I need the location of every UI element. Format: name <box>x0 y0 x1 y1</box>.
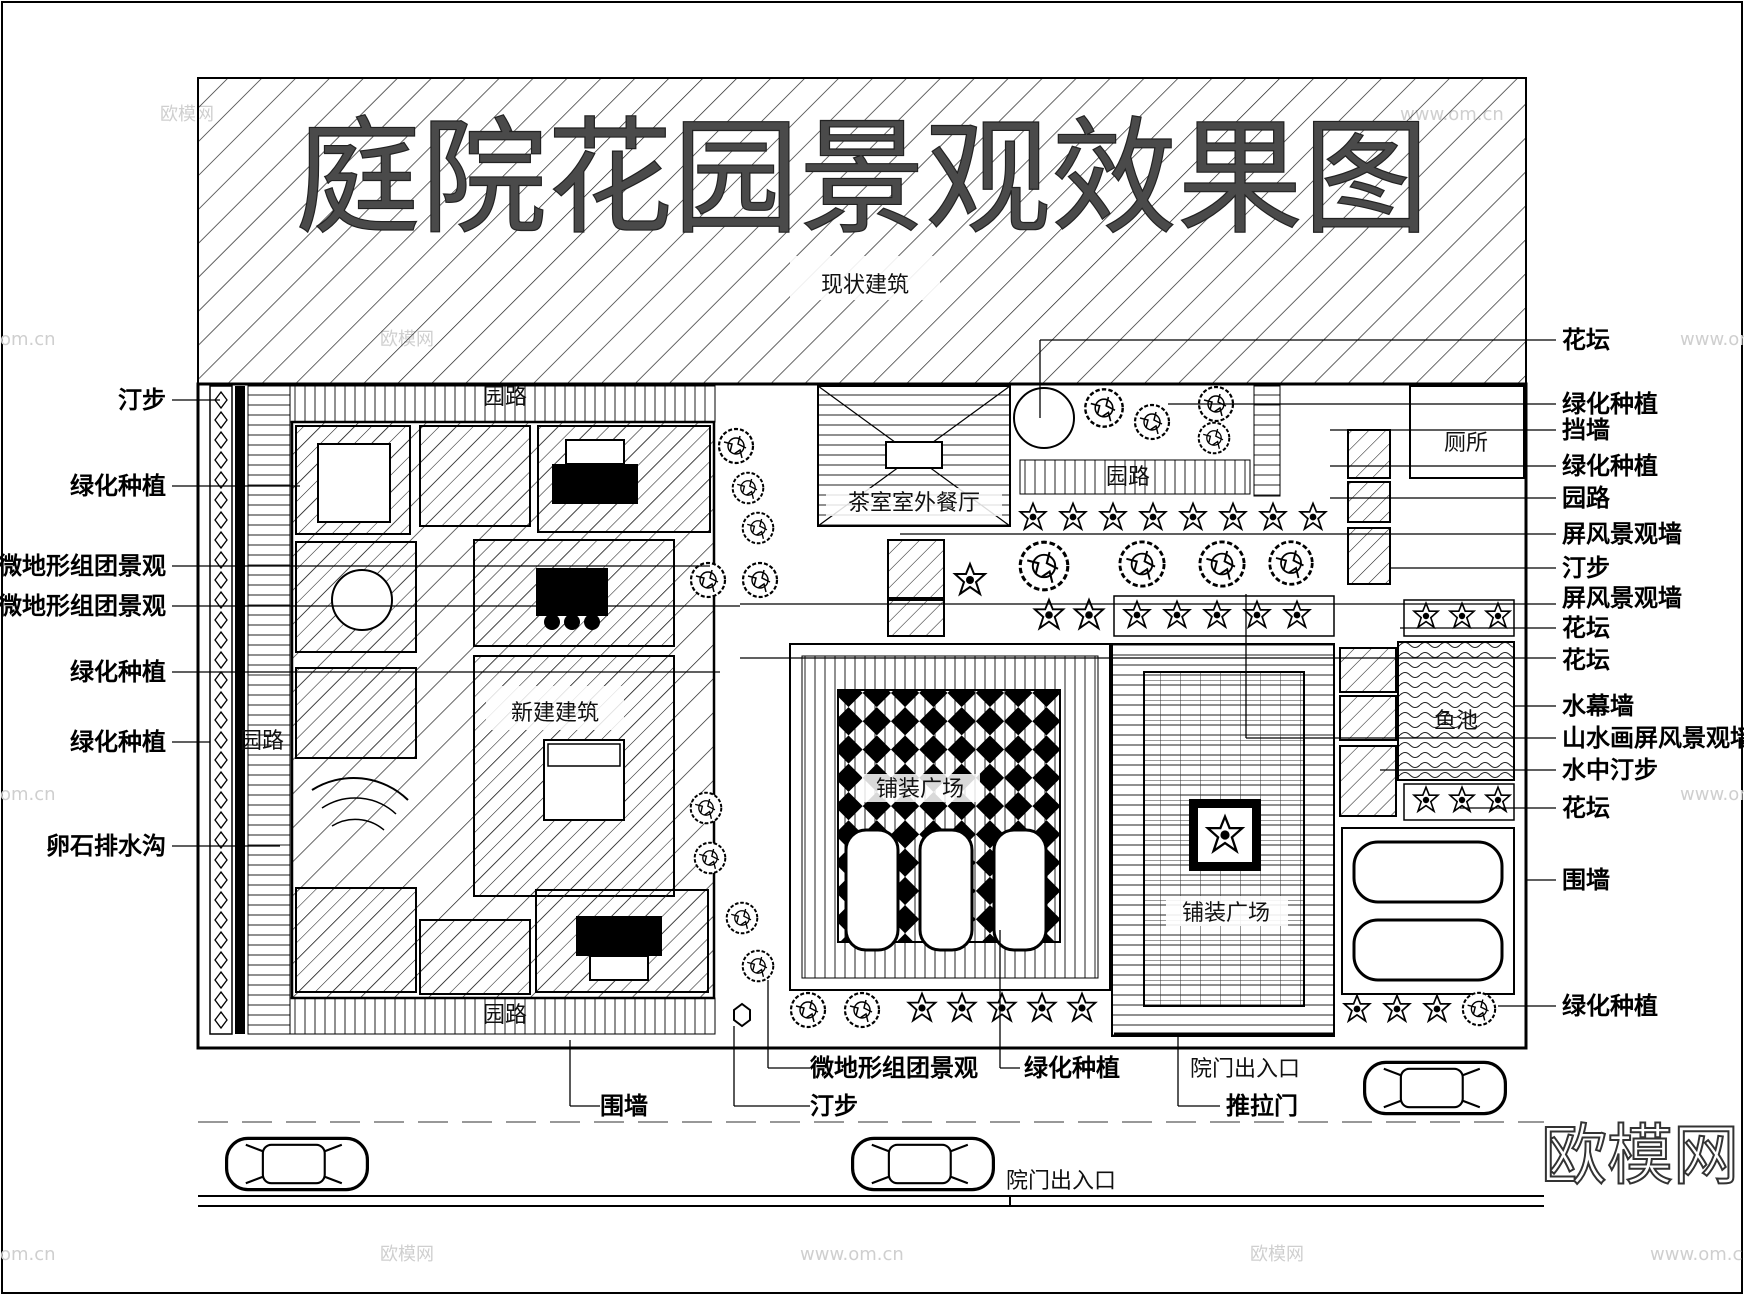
svg-text:om.cn: om.cn <box>0 784 56 805</box>
paved-court-right-label: 铺装广场 <box>1182 901 1270 926</box>
path-top <box>289 385 716 423</box>
callout-stepping-stones: 汀步 <box>118 385 166 414</box>
callout-planting: 绿化种植 <box>70 657 166 686</box>
flower-bed-row <box>1113 595 1515 637</box>
callout-boundary-wall: 围墙 <box>600 1091 648 1120</box>
fish-pool <box>1397 641 1515 781</box>
svg-text:www.om.cn: www.om.cn <box>800 1244 904 1265</box>
parked-cars-top-view <box>844 828 1048 952</box>
callout-flower-bed: 花坛 <box>1562 793 1610 822</box>
callout-landscape-screen: 山水画屏风景观墙 <box>1562 723 1744 752</box>
car-street-right <box>1362 1060 1508 1116</box>
svg-text:om.cn: om.cn <box>0 329 56 350</box>
new-building-furniture <box>311 439 662 981</box>
existing-building-label: 现状建筑 <box>821 273 909 298</box>
path-right-top <box>1019 459 1251 495</box>
callout-stepping-stones: 汀步 <box>810 1091 858 1120</box>
pebble-drain-stones <box>214 390 228 1030</box>
svg-text:www.om.cn: www.om.cn <box>1650 1244 1744 1265</box>
retaining-wall <box>1253 385 1281 497</box>
callout-sliding-gate: 推拉门 <box>1226 1091 1298 1120</box>
callout-planting: 绿化种植 <box>70 471 166 500</box>
callout-planting: 绿化种植 <box>1024 1053 1120 1082</box>
callout-planting: 绿化种植 <box>70 727 166 756</box>
callout-gate-entrance: 院门出入口 <box>1190 1057 1300 1082</box>
path-right-top-label: 园路 <box>1106 465 1150 490</box>
boundary-wall-left <box>235 386 245 1034</box>
callout-planting: 绿化种植 <box>1562 389 1658 418</box>
leader-lines <box>172 339 1556 1107</box>
callout-pebble-drain: 卵石排水沟 <box>46 831 166 860</box>
stepping-stone-bottom <box>733 1002 751 1028</box>
callout-water-stepping: 水中汀步 <box>1562 755 1658 784</box>
toilet-block <box>1409 385 1525 479</box>
pebble-drain <box>209 385 233 1035</box>
outdoor-dining-label: 茶室室外餐厅 <box>848 491 980 516</box>
left-callouts: 汀步 绿化种植 微地形组团景观 微地形组团景观 绿化种植 绿化种植 卵石排水沟 <box>0 385 166 860</box>
callout-micro-terrain: 微地形组团景观 <box>0 551 166 580</box>
pool-label: 鱼池 <box>1434 709 1478 734</box>
callout-micro-terrain: 微地形组团景观 <box>809 1053 978 1082</box>
screen-walls <box>887 429 1397 817</box>
brand-logo: 欧模网 <box>1541 1117 1739 1194</box>
path-bottom-label: 园路 <box>483 1003 527 1028</box>
svg-text:om.cn: om.cn <box>0 1244 56 1265</box>
car-street-left <box>224 1136 370 1192</box>
svg-text:www.om.cn: www.om.cn <box>1680 329 1744 350</box>
path-bottom <box>289 997 716 1035</box>
car-street-middle <box>850 1136 996 1192</box>
toilet-label: 厕所 <box>1444 431 1488 456</box>
callout-flower-bed: 花坛 <box>1562 613 1610 642</box>
callout-flower-bed: 花坛 <box>1562 645 1610 674</box>
flower-bed-top <box>1013 387 1075 449</box>
callout-planting: 绿化种植 <box>1562 451 1658 480</box>
path-left <box>247 385 291 1035</box>
callout-micro-terrain: 微地形组团景观 <box>0 591 166 620</box>
page-title: 庭院花园景观效果图 <box>295 105 1429 252</box>
callout-flower-bed: 花坛 <box>1562 325 1610 354</box>
callout-water-curtain: 水幕墙 <box>1562 691 1634 720</box>
street-entrance-label: 院门出入口 <box>1006 1169 1116 1194</box>
callout-stepping-stones: 汀步 <box>1562 553 1610 582</box>
path-left-label: 园路 <box>240 729 284 754</box>
right-callouts: 花坛 绿化种植 挡墙 绿化种植 园路 屏风景观墙 汀步 屏风景观墙 花坛 花坛 … <box>1562 325 1744 1020</box>
svg-text:www.om.cn: www.om.cn <box>1680 784 1744 805</box>
new-building-label: 新建建筑 <box>511 701 599 726</box>
callout-screen-wall: 屏风景观墙 <box>1562 583 1682 612</box>
svg-text:欧模网: 欧模网 <box>380 1244 434 1265</box>
callout-garden-path: 园路 <box>1562 483 1611 512</box>
callout-retaining-wall: 挡墙 <box>1562 415 1610 444</box>
callout-screen-wall: 屏风景观墙 <box>1562 519 1682 548</box>
existing-building <box>197 77 1527 385</box>
path-top-label: 园路 <box>483 385 527 410</box>
callout-planting: 绿化种植 <box>1562 991 1658 1020</box>
paved-court-left-label: 铺装广场 <box>876 777 964 802</box>
bottom-callouts: 围墙 微地形组团景观 绿化种植 汀步 院门出入口 推拉门 <box>600 1053 1300 1120</box>
svg-text:欧模网: 欧模网 <box>1250 1244 1304 1265</box>
callout-boundary-wall: 围墙 <box>1562 865 1610 894</box>
